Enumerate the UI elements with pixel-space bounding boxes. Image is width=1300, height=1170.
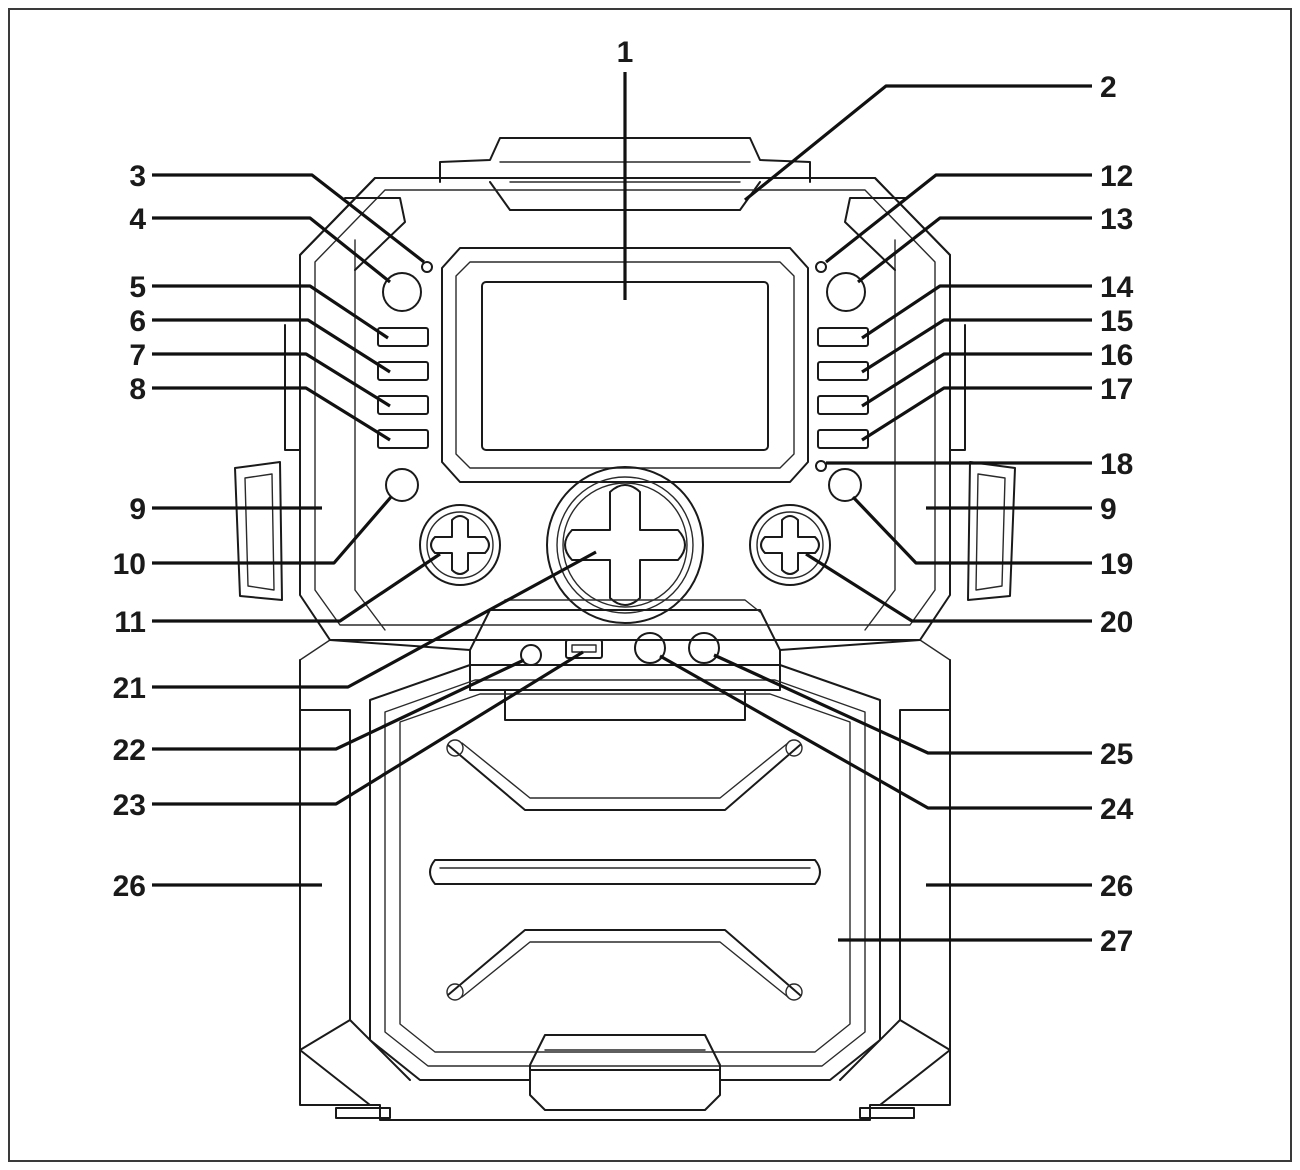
right-button-16 bbox=[817, 395, 869, 415]
left-side-clip bbox=[234, 461, 283, 601]
left-rotary-knob bbox=[419, 504, 501, 586]
callout-8: 8 bbox=[129, 373, 146, 406]
callout-18: 18 bbox=[1100, 448, 1133, 481]
left-button-6 bbox=[377, 361, 429, 381]
left-button-7 bbox=[377, 395, 429, 415]
figure-border bbox=[8, 8, 1292, 1162]
callout-13: 13 bbox=[1100, 203, 1133, 236]
leader-lines bbox=[152, 72, 1092, 942]
callout-2: 2 bbox=[1100, 71, 1117, 104]
callout-23: 23 bbox=[113, 789, 146, 822]
speaker-grille bbox=[369, 664, 881, 1081]
callout-19: 19 bbox=[1100, 548, 1133, 581]
usb-port bbox=[565, 639, 603, 659]
callout-labels: 1 2 3 4 5 6 7 8 9 10 11 12 13 14 15 16 1… bbox=[113, 36, 1134, 958]
callout-17: 17 bbox=[1100, 373, 1133, 406]
callout-27: 27 bbox=[1100, 925, 1133, 958]
left-indicator-led bbox=[421, 261, 433, 273]
bottom-handle bbox=[529, 1034, 721, 1111]
left-power-knob bbox=[382, 272, 422, 312]
aux-input-jack bbox=[520, 644, 542, 666]
callout-9-left: 9 bbox=[129, 493, 146, 526]
display-screen bbox=[481, 281, 769, 451]
callout-6: 6 bbox=[129, 305, 146, 338]
callout-12: 12 bbox=[1100, 160, 1133, 193]
callout-16: 16 bbox=[1100, 339, 1133, 372]
callout-5: 5 bbox=[129, 271, 146, 304]
callout-25: 25 bbox=[1100, 738, 1133, 771]
callout-20: 20 bbox=[1100, 606, 1133, 639]
right-button-14 bbox=[817, 327, 869, 347]
right-button-17 bbox=[817, 429, 869, 449]
callout-26-left: 26 bbox=[113, 870, 146, 903]
callout-14: 14 bbox=[1100, 271, 1134, 304]
callout-4: 4 bbox=[129, 203, 146, 236]
right-button-15 bbox=[817, 361, 869, 381]
right-power-knob bbox=[826, 272, 866, 312]
grille-slot-bottom bbox=[447, 929, 801, 996]
right-small-knob bbox=[828, 468, 862, 502]
callout-10: 10 bbox=[113, 548, 146, 581]
mic-jack-2 bbox=[688, 632, 720, 664]
grille-slot-middle bbox=[429, 859, 821, 885]
lower-cabinet bbox=[299, 659, 951, 1121]
mic-jack-1 bbox=[634, 632, 666, 664]
callout-3: 3 bbox=[129, 160, 146, 193]
left-button-8 bbox=[377, 429, 429, 449]
callout-1: 1 bbox=[617, 36, 634, 69]
callout-7: 7 bbox=[129, 339, 146, 372]
callout-11: 11 bbox=[114, 606, 146, 639]
display-screen-bezel bbox=[441, 247, 809, 483]
left-button-5 bbox=[377, 327, 429, 347]
callout-15: 15 bbox=[1100, 305, 1133, 338]
callout-9-right: 9 bbox=[1100, 493, 1117, 526]
callout-22: 22 bbox=[113, 734, 146, 767]
right-rotary-knob bbox=[749, 504, 831, 586]
callout-21: 21 bbox=[113, 672, 146, 705]
main-volume-knob bbox=[546, 466, 704, 624]
right-indicator-led bbox=[815, 261, 827, 273]
callout-26-right: 26 bbox=[1100, 870, 1133, 903]
right-lower-led bbox=[815, 460, 827, 472]
left-small-knob bbox=[385, 468, 419, 502]
right-side-clip bbox=[967, 461, 1016, 601]
grille-slot-top bbox=[447, 744, 801, 811]
callout-24: 24 bbox=[1100, 793, 1134, 826]
